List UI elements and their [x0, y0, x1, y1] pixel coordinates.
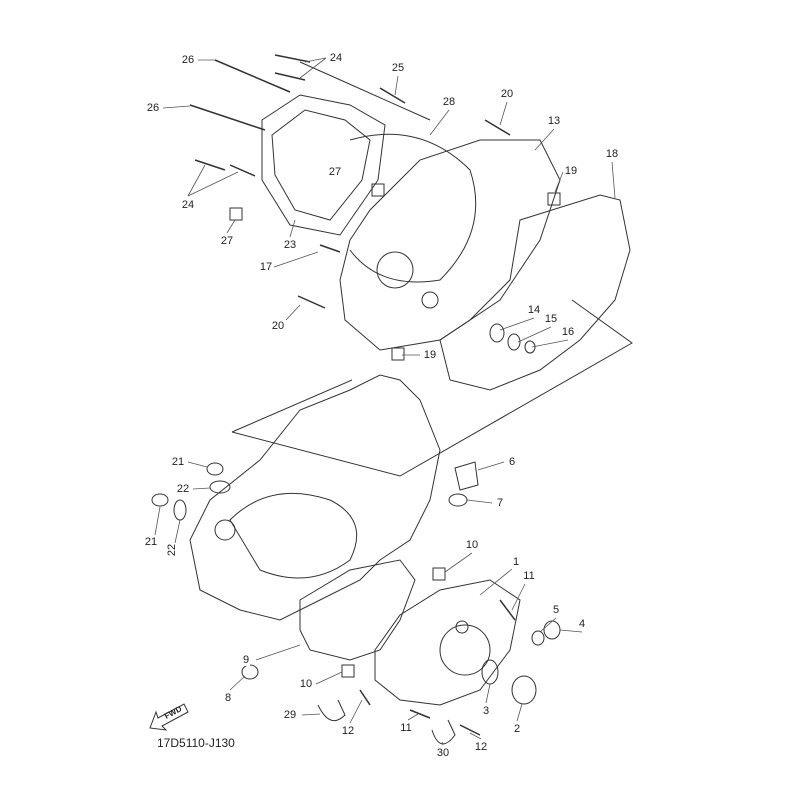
callout-24: 24	[180, 199, 196, 211]
cover-boss	[376, 251, 414, 289]
dowel-pin	[229, 207, 243, 221]
callout-7: 7	[495, 497, 505, 509]
dowel-pin	[432, 567, 446, 581]
callout-21: 21	[170, 456, 186, 468]
callout-11: 11	[522, 570, 536, 582]
forward-arrow-icon: FWD	[148, 698, 196, 732]
callout-6: 6	[507, 456, 517, 468]
gasket	[349, 133, 477, 283]
callout-4: 4	[577, 618, 587, 630]
callout-21: 21	[143, 536, 159, 548]
crankcase-detail	[229, 492, 358, 579]
o-ring	[209, 480, 231, 494]
crankcase-bore	[214, 519, 236, 541]
circlip	[524, 340, 536, 354]
callout-22: 22	[166, 542, 178, 558]
outer-clutch-cover-inner	[271, 109, 371, 221]
leader-lines	[154, 57, 616, 746]
callout-30: 30	[435, 747, 451, 759]
callout-27: 27	[219, 235, 235, 247]
callout-26: 26	[145, 102, 161, 114]
cover-boss	[421, 291, 439, 309]
callout-11: 11	[399, 722, 413, 734]
generator-cover	[374, 579, 521, 706]
callout-20: 20	[270, 320, 286, 332]
callout-26: 26	[180, 54, 196, 66]
crankcase	[189, 374, 441, 621]
callout-12: 12	[340, 725, 356, 737]
guide-line	[231, 379, 353, 433]
dowel-pin	[391, 347, 405, 361]
guide-line	[299, 61, 431, 121]
callout-5: 5	[551, 604, 561, 616]
callout-22: 22	[175, 483, 191, 495]
callout-16: 16	[560, 326, 576, 338]
dowel-pin	[206, 462, 224, 476]
hose-clamp	[431, 719, 456, 745]
plug	[543, 620, 561, 640]
o-ring	[481, 659, 499, 685]
callout-10: 10	[298, 678, 314, 690]
crankcase-cover-right	[339, 139, 561, 351]
o-ring	[173, 499, 187, 521]
callout-19: 19	[422, 349, 438, 361]
callout-8: 8	[223, 692, 233, 704]
o-ring	[531, 630, 545, 646]
plug	[511, 675, 537, 705]
callout-1: 1	[511, 556, 521, 568]
callout-13: 13	[546, 115, 562, 127]
bolts	[189, 54, 516, 736]
generator-cover-hole	[455, 620, 469, 634]
callout-15: 15	[543, 313, 559, 325]
cover-gasket	[439, 194, 631, 391]
callout-10: 10	[464, 539, 480, 551]
callout-2: 2	[512, 723, 522, 735]
dowel-pin	[547, 192, 561, 206]
callout-25: 25	[390, 62, 406, 74]
callout-12: 12	[473, 741, 489, 753]
washer	[507, 333, 521, 351]
clamp	[317, 699, 346, 722]
callout-24: 24	[328, 52, 344, 64]
dowel-pin	[151, 493, 169, 507]
callout-18: 18	[604, 148, 620, 160]
callout-19: 19	[563, 165, 579, 177]
oil-seal	[489, 323, 505, 343]
outer-clutch-cover	[261, 94, 386, 236]
dowel-pin	[371, 183, 385, 197]
callout-27: 27	[327, 166, 343, 178]
diagram-code: 17D5110-J130	[157, 736, 235, 750]
generator-cover-gasket	[299, 559, 416, 661]
callout-17: 17	[258, 261, 274, 273]
dowel-pin	[341, 664, 355, 678]
callout-3: 3	[481, 705, 491, 717]
callout-29: 29	[282, 709, 298, 721]
generator-cover-opening	[439, 624, 491, 676]
callout-14: 14	[526, 304, 542, 316]
callout-28: 28	[441, 96, 457, 108]
guide-line	[231, 299, 633, 477]
callout-23: 23	[282, 239, 298, 251]
o-ring	[448, 493, 468, 507]
callout-20: 20	[499, 88, 515, 100]
callout-9: 9	[241, 654, 251, 666]
drain-bolt	[454, 461, 479, 491]
